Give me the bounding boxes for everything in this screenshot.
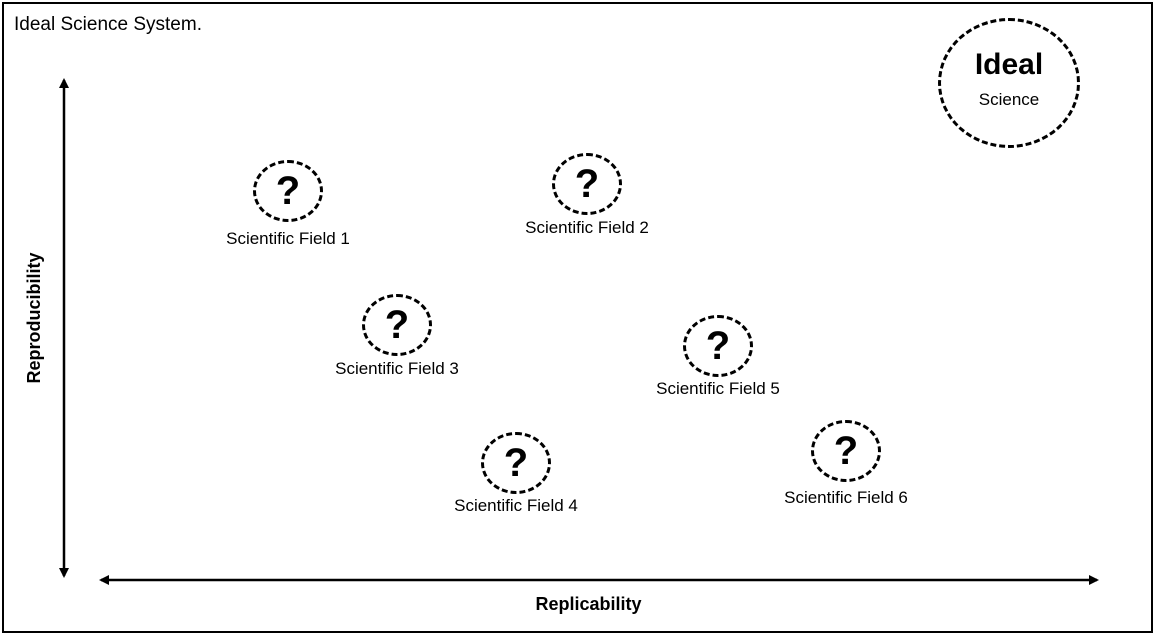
question-circle [253, 160, 323, 222]
field-label: Scientific Field 4 [454, 496, 578, 515]
field-label: Scientific Field 6 [784, 488, 908, 507]
question-mark-icon: ? [705, 324, 731, 368]
question-mark-icon: ? [384, 303, 410, 347]
question-mark-icon: ? [503, 441, 529, 485]
field-label: Scientific Field 3 [335, 359, 459, 378]
question-mark-icon: ? [275, 169, 301, 213]
field-label: Scientific Field 2 [525, 218, 649, 237]
x-axis-label: Replicability [535, 594, 642, 614]
question-circle [552, 153, 622, 215]
question-mark-icon: ? [833, 429, 859, 473]
question-circle [481, 432, 551, 494]
question-circle [362, 294, 432, 356]
ideal-science-circle [938, 18, 1080, 148]
question-circle [683, 315, 753, 377]
y-axis-label-text: Reproducibility [24, 252, 44, 384]
science-label: Science [978, 90, 1040, 109]
diagram-title: Ideal Science System. [14, 14, 202, 35]
question-mark-icon: ? [574, 162, 600, 206]
field-label: Scientific Field 1 [226, 229, 350, 248]
field-label: Scientific Field 5 [656, 379, 780, 398]
question-circle [811, 420, 881, 482]
ideal-label: Ideal [974, 48, 1044, 81]
